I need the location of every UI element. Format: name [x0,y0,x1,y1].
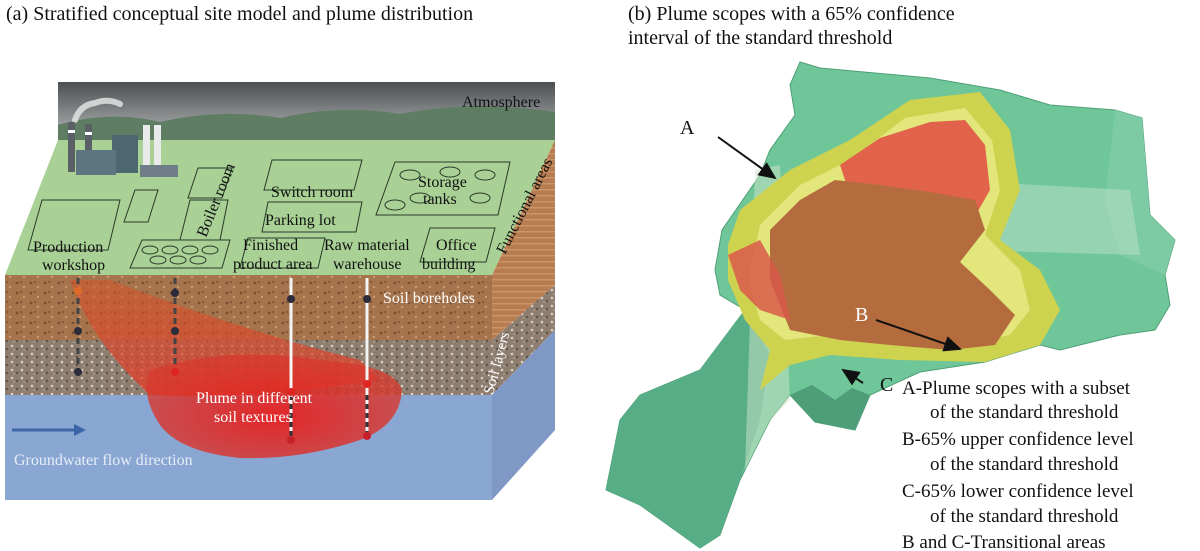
subset-zone [770,180,1015,350]
block-side-gravel [492,285,555,395]
marker-c: C [880,374,893,396]
finished-label-1: Finished [243,237,298,254]
soil-boreholes-label: Soil boreholes [383,290,475,307]
legend: A-Plume scopes with a subset of the stan… [902,378,1134,551]
terrain-wall-mid [790,385,870,430]
mountains [58,106,555,145]
parking-lot-label: Parking lot [265,212,336,229]
smoke [72,97,123,123]
storage-label-2: tanks [423,191,457,208]
arrow-c [841,368,864,386]
legend-line-3: B-65% upper confidence level [902,429,1134,450]
legend-line-2: of the standard threshold [930,402,1119,423]
legend-line-6: of the standard threshold [930,506,1119,527]
factory [68,122,178,177]
plume-label-2: soil textures [214,409,292,426]
marker-b: B [855,304,868,326]
production-label-2: workshop [42,257,105,274]
legend-line-1: A-Plume scopes with a subset [902,378,1131,399]
panel-b-title-1: (b) Plume scopes with a 65% confidence [628,3,955,25]
panel-b-title-2: interval of the standard threshold [628,27,892,49]
office-label-2: building [422,256,475,273]
raw-material-label-1: Raw material [324,237,410,254]
panel-a-title: (a) Stratified conceptual site model and… [6,3,473,25]
terrain-wall-left [606,310,770,548]
arrow-b [875,319,962,352]
groundwater-label: Groundwater flow direction [14,452,193,469]
subset-highlight [728,240,790,320]
raw-material-label-2: warehouse [333,256,401,273]
terrain-wall-right [1105,110,1175,275]
panel-a: (a) Stratified conceptual site model and… [5,3,556,500]
legend-line-4: of the standard threshold [930,454,1119,475]
groundwater-arrowhead [74,424,86,436]
plume-label-1: Plume in different [196,390,313,407]
office-label-1: Office [436,237,477,254]
production-label-1: Production [33,239,103,256]
finished-label-2: product area [233,256,313,273]
legend-line-5: C-65% lower confidence level [902,481,1134,502]
plume-body [146,354,402,459]
tank-circles [141,166,496,265]
legend-line-7: B and C-Transitional areas [902,532,1106,551]
site-outlines [27,159,511,269]
arrow-a [717,136,777,180]
block-side-soil [492,140,555,340]
panel-b: (b) Plume scopes with a 65% confidence i… [605,3,1176,551]
storage-label-1: Storage [418,174,467,191]
block-side-water [492,330,555,500]
boreholes [74,278,371,444]
marker-a: A [680,117,695,139]
atmosphere-label: Atmosphere [462,94,540,111]
switch-room-label: Switch room [271,184,354,201]
